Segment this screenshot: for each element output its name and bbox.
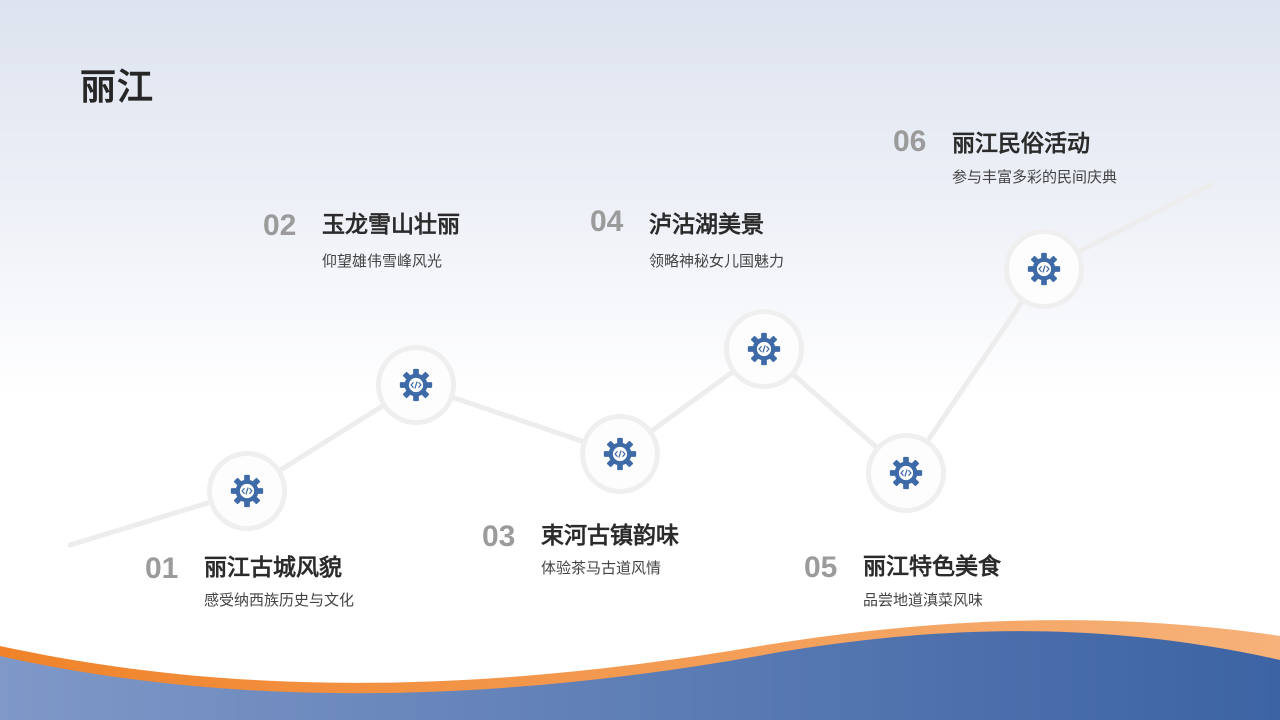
step-title: 束河古镇韵味 <box>541 523 679 549</box>
step-title: 丽江特色美食 <box>863 554 1001 580</box>
gear-code-icon <box>603 437 637 471</box>
step-title: 丽江民俗活动 <box>952 131 1090 157</box>
step-title: 玉龙雪山壮丽 <box>322 212 460 238</box>
step-number: 06 <box>893 125 927 158</box>
step-description: 品尝地道滇菜风味 <box>863 591 984 609</box>
timeline-node-2 <box>381 350 451 420</box>
timeline-node-6 <box>1009 234 1079 304</box>
step-description: 领略神秘女儿国魅力 <box>649 252 785 270</box>
step-number: 03 <box>482 520 516 553</box>
gear-code-icon <box>399 368 433 402</box>
timeline-node-4 <box>729 314 799 384</box>
step-number: 02 <box>263 209 297 242</box>
page-title: 丽江 <box>80 67 155 108</box>
step-number: 04 <box>590 205 624 238</box>
step-number: 05 <box>804 551 838 584</box>
gear-code-icon <box>889 456 923 490</box>
timeline-node-1 <box>212 456 282 526</box>
blue-wave <box>0 631 1280 720</box>
step-title: 泸沽湖美景 <box>649 212 764 238</box>
timeline-node-3 <box>585 419 655 489</box>
gear-code-icon <box>1027 252 1061 286</box>
gear-code-icon <box>747 332 781 366</box>
timeline-node-5 <box>871 438 941 508</box>
step-number: 01 <box>145 552 179 585</box>
step-title: 丽江古城风貌 <box>204 555 342 581</box>
step-description: 体验茶马古道风情 <box>541 559 662 577</box>
step-description: 感受纳西族历史与文化 <box>204 591 355 609</box>
step-description: 仰望雄伟雪峰风光 <box>322 252 443 270</box>
gear-code-icon <box>230 474 264 508</box>
step-description: 参与丰富多彩的民间庆典 <box>952 168 1118 186</box>
